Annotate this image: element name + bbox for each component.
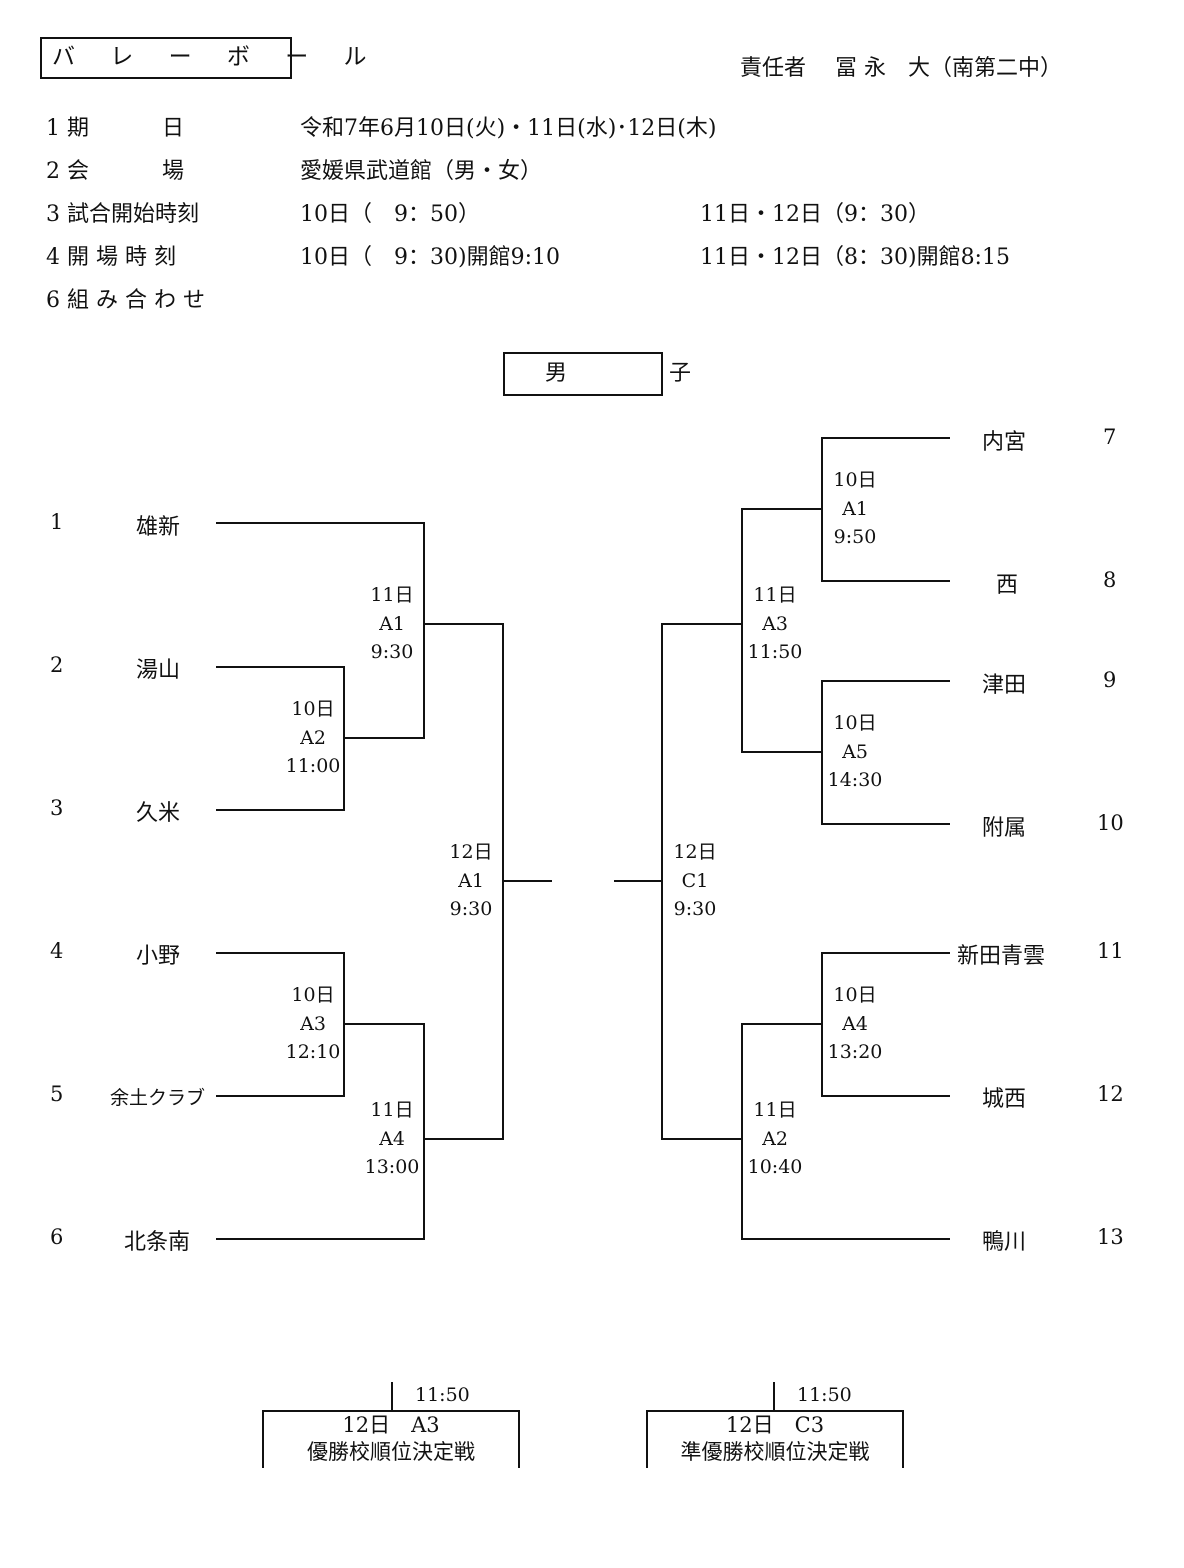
final-box-champion: 12日 A3 優勝校順位決定戦 xyxy=(262,1410,520,1468)
team-name: 雄新 xyxy=(136,515,181,540)
team-number: 13 xyxy=(1097,1225,1124,1249)
info-venue-label: 2 会 場 xyxy=(46,159,184,184)
team-name: 鴨川 xyxy=(982,1230,1027,1255)
team-name: 内宮 xyxy=(982,430,1027,455)
team-name: 湯山 xyxy=(136,658,181,683)
division-title: 男 子 xyxy=(503,352,691,396)
team-number: 7 xyxy=(1103,425,1117,449)
team-number: 4 xyxy=(50,939,64,963)
team-number: 10 xyxy=(1097,811,1124,835)
info-open-label: 4 開 場 時 刻 xyxy=(46,245,176,270)
team-name: 新田青雲 xyxy=(957,944,1046,969)
info-bracket-label: 6 組 み 合 わ せ xyxy=(46,288,205,313)
info-date-value: 令和7年6月10日(火)・11日(水)･12日(木) xyxy=(300,116,717,141)
final-connector xyxy=(773,1382,775,1410)
info-start-value2: 11日・12日（9：30） xyxy=(700,202,930,227)
team-number: 1 xyxy=(50,510,64,534)
info-open-value: 10日（ 9：30)開館9:10 xyxy=(300,245,560,270)
team-name: 久米 xyxy=(136,801,181,826)
team-number: 6 xyxy=(50,1225,64,1249)
team-number: 9 xyxy=(1103,668,1117,692)
team-number: 11 xyxy=(1097,939,1124,963)
team-number: 12 xyxy=(1097,1082,1124,1106)
team-name: 小野 xyxy=(136,944,181,969)
info-start-label: 3 試合開始時刻 xyxy=(46,202,199,227)
team-name: 城西 xyxy=(982,1087,1027,1112)
team-number: 5 xyxy=(50,1082,64,1106)
info-venue-value: 愛媛県武道館（男・女） xyxy=(300,159,543,184)
team-name: 附属 xyxy=(982,816,1027,841)
final-time: 11:50 xyxy=(415,1384,470,1406)
final-box-runner-up: 12日 C3 準優勝校順位決定戦 xyxy=(646,1410,904,1468)
info-date-label: 1 期 日 xyxy=(46,116,184,141)
sport-title: バ レ ー ボ ー ル xyxy=(40,37,367,79)
final-time: 11:50 xyxy=(797,1384,852,1406)
team-name: 北条南 xyxy=(124,1230,191,1255)
responsible-person: 責任者 冨 永 大（南第二中） xyxy=(740,56,1062,81)
team-number: 8 xyxy=(1103,568,1117,592)
team-number: 3 xyxy=(50,796,64,820)
team-name: 西 xyxy=(996,573,1019,598)
team-name: 余土クラブ xyxy=(110,1087,206,1109)
info-open-value2: 11日・12日（8：30)開館8:15 xyxy=(700,245,1010,270)
info-start-value: 10日（ 9：50） xyxy=(300,202,480,227)
final-connector xyxy=(391,1382,393,1410)
team-number: 2 xyxy=(50,653,64,677)
team-name: 津田 xyxy=(982,673,1027,698)
